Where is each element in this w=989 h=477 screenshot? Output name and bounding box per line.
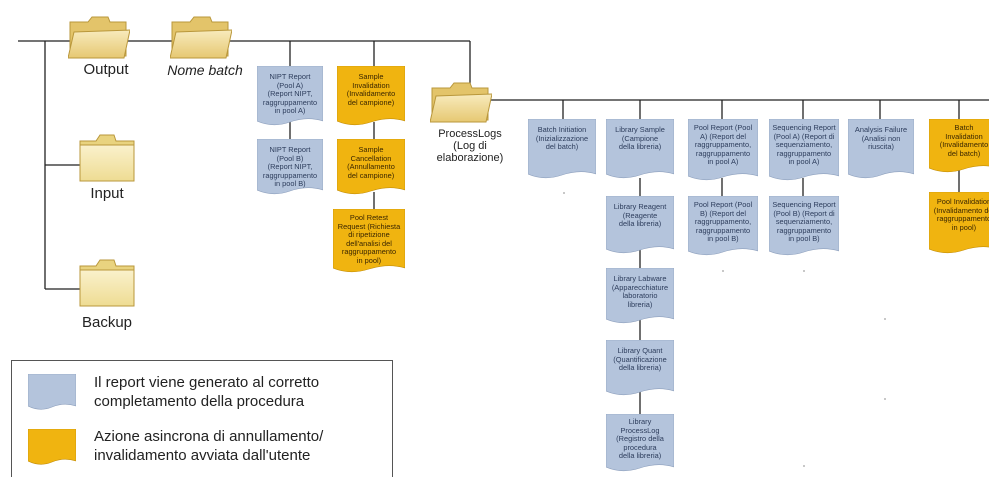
library-processlog-doc[interactable]: Library ProcessLog (Registro della proce…: [606, 414, 674, 474]
input-folder-icon[interactable]: [78, 133, 136, 187]
legend-action-swatch: [28, 429, 76, 467]
pool-retest-request-text: Pool Retest Request (Richiesta di ripeti…: [337, 213, 401, 265]
nipt-report-pool-b-text: NIPT Report (Pool B) (Report NIPT, raggr…: [262, 145, 318, 189]
scan-dot: [722, 270, 724, 272]
legend: Il report viene generato al corretto com…: [11, 360, 393, 477]
sequencing-report-a-text: Sequencing Report (Pool A) (Report di se…: [772, 123, 836, 167]
nipt-report-pool-a-doc[interactable]: NIPT Report (Pool A) (Report NIPT, raggr…: [257, 66, 323, 128]
batch-invalidation-text: Batch Invalidation (Invalidamento del ba…: [939, 123, 989, 158]
scan-dot: [884, 318, 886, 320]
analysis-failure-doc[interactable]: Analysis Failure (Analisi non riuscita): [848, 119, 914, 181]
input-label: Input: [90, 185, 124, 202]
sample-cancellation-doc[interactable]: Sample Cancellation (Annullamento del ca…: [337, 139, 405, 197]
sequencing-report-b-doc[interactable]: Sequencing Report (Pool B) (Report di se…: [769, 196, 839, 258]
sample-invalidation-text: Sample Invalidation (Invalidamento del c…: [346, 72, 396, 107]
processlogs-label: ProcessLogs (Log di elaborazione): [436, 128, 504, 164]
library-sample-doc[interactable]: Library Sample (Campione della libreria): [606, 119, 674, 181]
sequencing-report-a-doc[interactable]: Sequencing Report (Pool A) (Report di se…: [769, 119, 839, 183]
batch-initiation-doc[interactable]: Batch Initiation (Inizializzazione del b…: [528, 119, 596, 181]
pool-invalidation-doc[interactable]: Pool Invalidation (Invalidamento del rag…: [929, 192, 989, 256]
output-label: Output: [83, 61, 129, 78]
batch-initiation-text: Batch Initiation (Inizializzazione del b…: [535, 125, 589, 152]
pool-retest-request-doc[interactable]: Pool Retest Request (Richiesta di ripeti…: [333, 209, 405, 275]
library-processlog-text: Library ProcessLog (Registro della proce…: [616, 417, 664, 461]
library-reagent-text: Library Reagent (Reagente della libreria…: [613, 202, 667, 229]
backup-folder-icon[interactable]: [78, 258, 136, 312]
library-quant-doc[interactable]: Library Quant (Quantificazione della lib…: [606, 340, 674, 398]
batch-label: Nome batch: [167, 62, 243, 78]
scan-dot: [803, 465, 805, 467]
nipt-report-pool-b-doc[interactable]: NIPT Report (Pool B) (Report NIPT, raggr…: [257, 139, 323, 197]
library-reagent-doc[interactable]: Library Reagent (Reagente della libreria…: [606, 196, 674, 256]
legend-action-text: Azione asincrona di annullamento/ invali…: [94, 428, 324, 464]
sample-cancellation-text: Sample Cancellation (Annullamento del ca…: [347, 145, 395, 180]
library-labware-text: Library Labware (Apparecchiature laborat…: [611, 274, 669, 309]
analysis-failure-text: Analysis Failure (Analisi non riuscita): [854, 125, 908, 152]
batch-invalidation-doc[interactable]: Batch Invalidation (Invalidamento del ba…: [929, 119, 989, 175]
library-sample-text: Library Sample (Campione della libreria): [615, 125, 665, 152]
scan-dot: [884, 398, 886, 400]
backup-label: Backup: [81, 314, 133, 331]
legend-report-text: Il report viene generato al corretto com…: [94, 374, 320, 410]
pool-report-b-doc[interactable]: Pool Report (Pool B) (Report del raggrup…: [688, 196, 758, 258]
nipt-report-pool-a-text: NIPT Report (Pool A) (Report NIPT, raggr…: [262, 72, 318, 116]
batch-folder-icon[interactable]: [169, 14, 233, 64]
sequencing-report-b-text: Sequencing Report (Pool B) (Report di se…: [772, 200, 836, 244]
output-folder-icon[interactable]: [67, 14, 131, 64]
scan-dot: [803, 270, 805, 272]
library-labware-doc[interactable]: Library Labware (Apparecchiature laborat…: [606, 268, 674, 326]
sample-invalidation-doc[interactable]: Sample Invalidation (Invalidamento del c…: [337, 66, 405, 128]
library-quant-text: Library Quant (Quantificazione della lib…: [613, 346, 667, 373]
processlogs-folder-icon[interactable]: [429, 80, 493, 128]
legend-report-swatch: [28, 374, 76, 412]
scan-dot: [563, 192, 565, 194]
pool-report-b-text: Pool Report (Pool B) (Report del raggrup…: [693, 200, 753, 244]
pool-report-a-doc[interactable]: Pool Report (Pool A) (Report del raggrup…: [688, 119, 758, 183]
pool-invalidation-text: Pool Invalidation (Invalidamento del rag…: [933, 197, 989, 232]
pool-report-a-text: Pool Report (Pool A) (Report del raggrup…: [693, 123, 753, 167]
